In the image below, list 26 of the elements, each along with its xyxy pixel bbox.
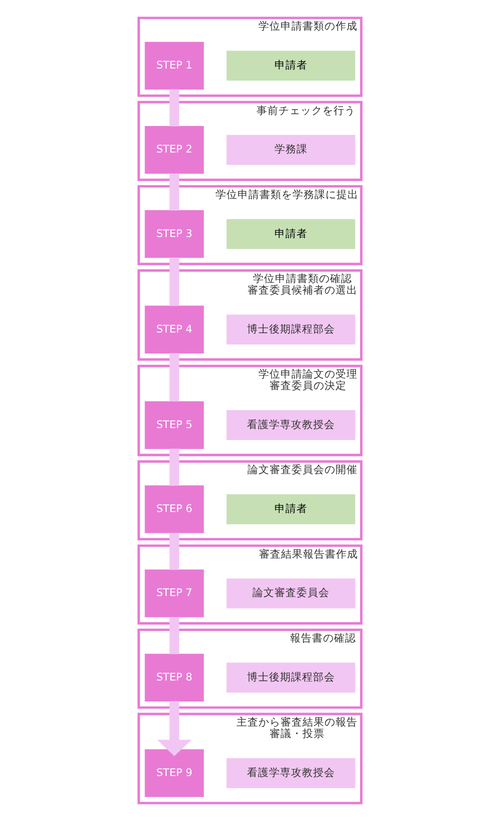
node-box: STEP 3 — [144, 210, 204, 258]
arrow — [156, 701, 192, 756]
connector — [168, 353, 179, 402]
connector — [168, 617, 179, 654]
node-box: 博士後期課程部会 — [226, 662, 355, 693]
node-box: STEP 7 — [144, 570, 204, 618]
node-box: 申請者 — [226, 494, 355, 524]
node-box: STEP 8 — [144, 654, 204, 702]
connector — [168, 89, 179, 126]
node-box: STEP 2 — [144, 126, 204, 174]
node-box: STEP 4 — [144, 306, 204, 354]
connector — [168, 532, 179, 570]
node-box: STEP 5 — [144, 401, 204, 449]
connector — [168, 173, 179, 211]
node-box: 看護学専攻教授会 — [226, 410, 355, 440]
node-box: 看護学専攻教授会 — [226, 758, 355, 788]
connector — [168, 448, 179, 486]
node-box: 論文審査委員会 — [226, 578, 355, 608]
node-box: 博士後期課程部会 — [226, 314, 355, 345]
node-box: STEP 6 — [144, 485, 204, 534]
node-box: STEP 9 — [144, 749, 204, 797]
node-box: 申請者 — [226, 219, 355, 250]
node-box: STEP 1 — [144, 42, 204, 90]
connector — [168, 258, 179, 306]
node-box: 学務課 — [226, 134, 355, 165]
node-box: 申請者 — [226, 50, 355, 81]
